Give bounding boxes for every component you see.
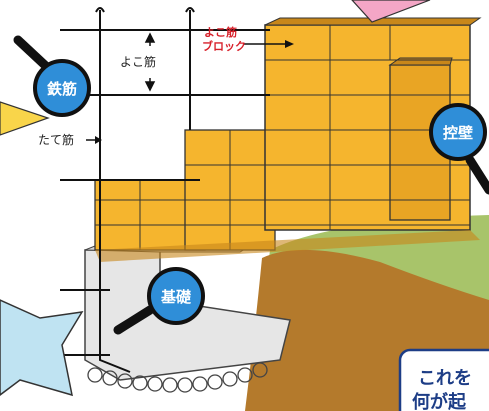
badge-rebar-text: 鉄筋 xyxy=(47,80,77,98)
horizontal-rebars xyxy=(60,29,270,356)
yellow-callout xyxy=(0,101,50,136)
badge-buttress: 控壁 xyxy=(429,103,489,195)
note-box: これを 何が起 xyxy=(398,348,489,411)
pink-callout xyxy=(351,0,431,23)
label-vertical-rebar: たて筋 xyxy=(38,132,74,147)
spacing-arrows xyxy=(144,32,156,92)
block-joints xyxy=(95,25,470,250)
badge-foundation: 基礎 xyxy=(113,267,205,335)
label-horizontal-rebar-block-1: よこ筋 xyxy=(204,25,237,39)
label-horizontal-rebar-block-2: ブロック xyxy=(202,39,246,53)
badge-rebar: 鉄筋 xyxy=(13,35,91,117)
blue-callout xyxy=(0,299,84,397)
label-horizontal-rebar: よこ筋 xyxy=(120,54,156,69)
badge-foundation-text: 基礎 xyxy=(160,288,192,306)
note-line-1: これを xyxy=(418,368,472,389)
gravel xyxy=(87,362,268,393)
badge-buttress-text: 控壁 xyxy=(443,124,473,142)
note-line-2: 何が起 xyxy=(412,391,467,411)
